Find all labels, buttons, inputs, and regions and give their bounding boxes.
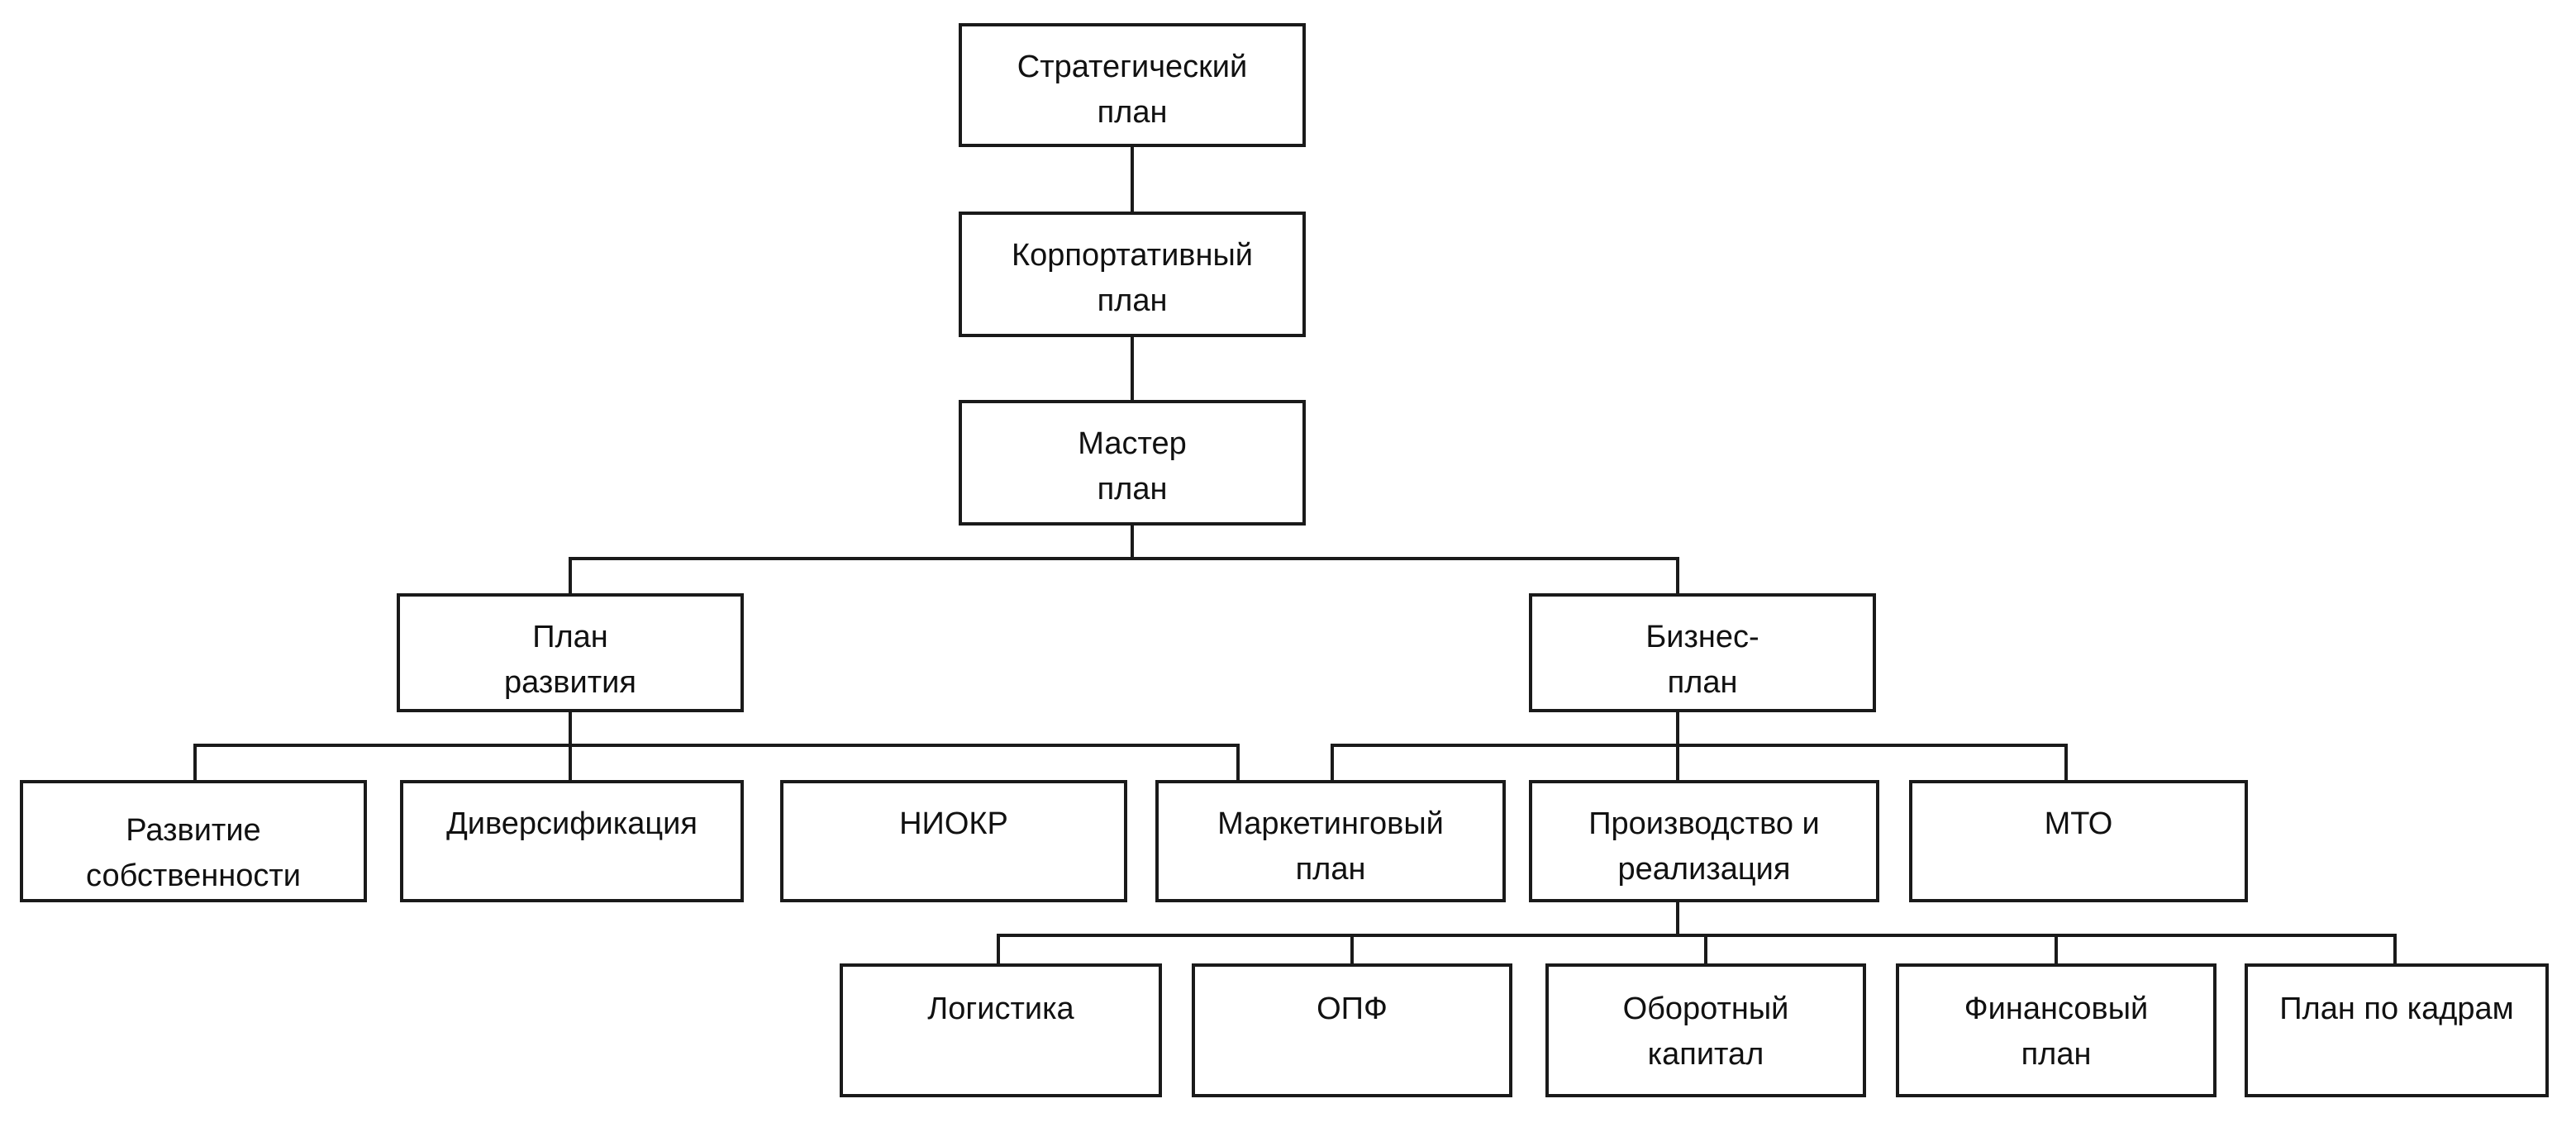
- node-logistics: Логистика: [840, 963, 1162, 1097]
- connector-strategic-corporate: [1131, 145, 1134, 213]
- node-production-sales: Производство и реализация: [1529, 780, 1879, 902]
- connector-development-down: [569, 711, 572, 747]
- node-master-plan: Мастер план: [959, 400, 1306, 526]
- connector-corporate-master: [1131, 335, 1134, 402]
- node-personnel-plan: План по кадрам: [2245, 963, 2549, 1097]
- connector-to-rnd: [1236, 744, 1240, 782]
- node-working-capital: Оборотный капитал: [1545, 963, 1866, 1097]
- node-rnd: НИОКР: [780, 780, 1127, 902]
- connector-to-financial: [2055, 934, 2058, 965]
- connector-business-down: [1676, 711, 1679, 747]
- connector-production-down: [1676, 901, 1679, 937]
- node-development-plan: План развития: [397, 593, 744, 712]
- connector-to-mto: [2064, 744, 2068, 782]
- connector-to-marketing: [1331, 744, 1334, 782]
- connector-to-diversification: [569, 744, 572, 782]
- connector-master-down: [1131, 524, 1134, 560]
- node-marketing-plan: Маркетинговый план: [1155, 780, 1506, 902]
- node-property-development: Развитие собственности: [20, 780, 367, 902]
- node-diversification: Диверсификация: [400, 780, 744, 902]
- connector-to-property: [193, 744, 197, 782]
- node-financial-plan: Финансовый план: [1896, 963, 2217, 1097]
- connector-business-bar: [1331, 744, 2068, 747]
- connector-level2-bar: [569, 557, 1679, 560]
- connector-to-development: [569, 557, 572, 595]
- connector-to-production: [1676, 744, 1679, 782]
- node-mto: МТО: [1909, 780, 2248, 902]
- connector-to-business: [1676, 557, 1679, 595]
- connector-to-working-capital: [1704, 934, 1707, 965]
- connector-to-logistics: [997, 934, 1000, 965]
- connector-development-bar: [193, 744, 1240, 747]
- connector-to-personnel: [2393, 934, 2397, 965]
- node-business-plan: Бизнес- план: [1529, 593, 1876, 712]
- connector-to-opf: [1350, 934, 1354, 965]
- node-opf: ОПФ: [1192, 963, 1512, 1097]
- node-strategic-plan: Стратегический план: [959, 23, 1306, 147]
- node-corporate-plan: Корпортативный план: [959, 212, 1306, 337]
- connector-production-bar: [997, 934, 2397, 937]
